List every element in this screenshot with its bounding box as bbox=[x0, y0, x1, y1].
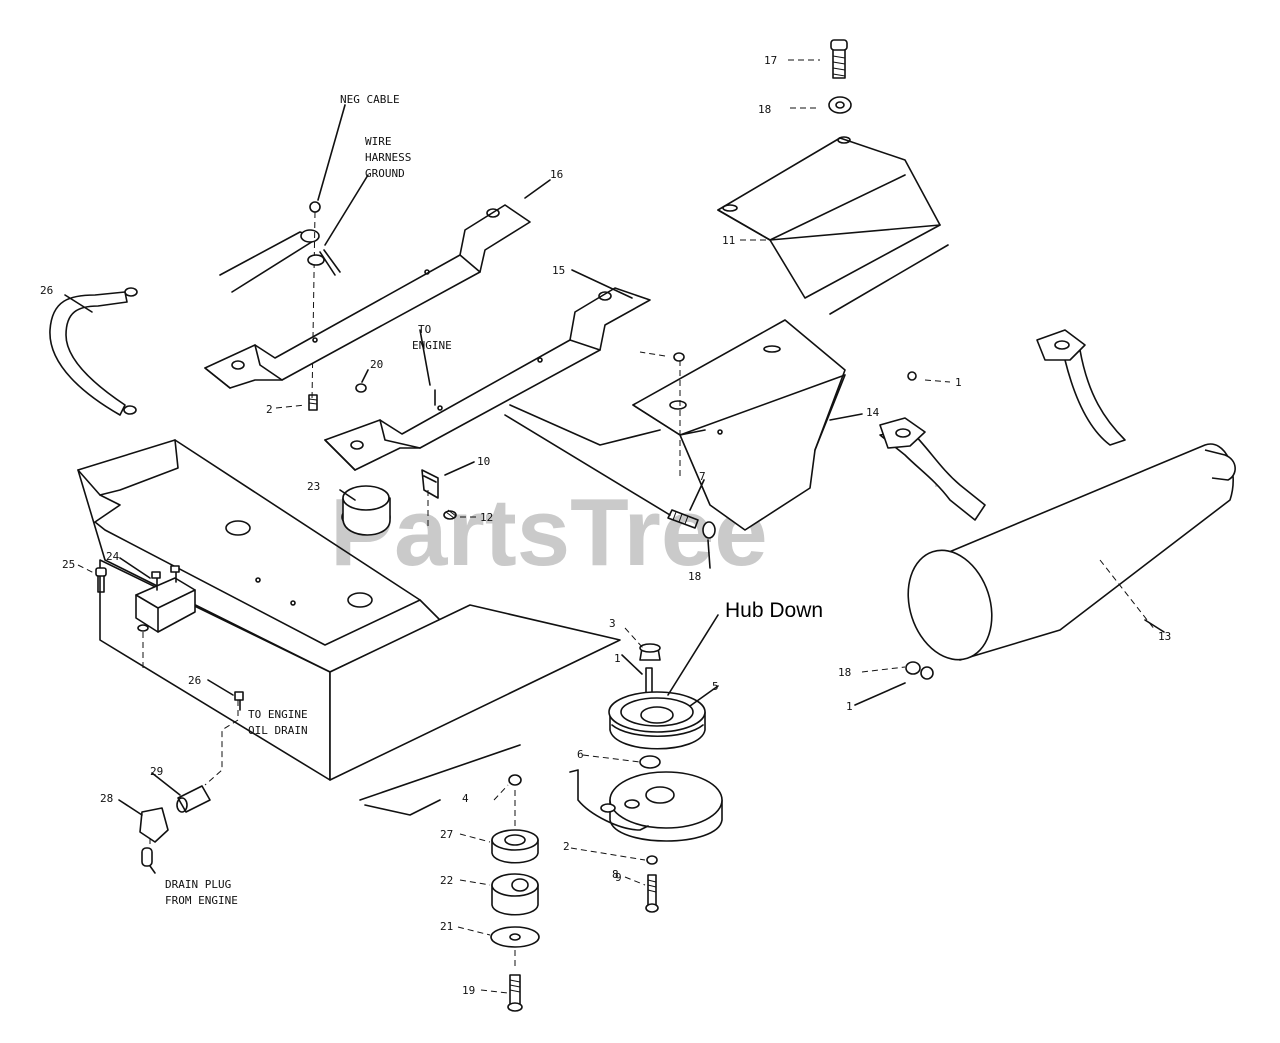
part-engine-mount-bracket-15[interactable] bbox=[324, 287, 651, 471]
part-bolt-19[interactable] bbox=[507, 974, 523, 1012]
part-rubber-mount-23[interactable] bbox=[341, 485, 391, 536]
callout-1-right: 1 bbox=[955, 376, 962, 389]
part-bolt-18-muffler[interactable] bbox=[905, 661, 934, 680]
callout-5: 5 bbox=[712, 680, 719, 693]
callout-26-drain: 26 bbox=[188, 674, 201, 687]
callout-20: 20 bbox=[370, 358, 383, 371]
part-nut-20[interactable] bbox=[355, 383, 367, 393]
leader-lines bbox=[64, 59, 1165, 994]
callout-8: 8 bbox=[612, 868, 619, 881]
part-hose-26-upper[interactable] bbox=[49, 287, 138, 416]
part-drain-fitting-26[interactable] bbox=[234, 691, 244, 701]
note-wire-harness-1: WIRE bbox=[365, 135, 392, 148]
callout-4: 4 bbox=[462, 792, 469, 805]
part-mount-block-24[interactable] bbox=[135, 565, 196, 668]
callout-27: 27 bbox=[440, 828, 453, 841]
part-washer-18-middle[interactable] bbox=[702, 521, 716, 539]
callout-29: 29 bbox=[150, 765, 163, 778]
part-spring-12[interactable] bbox=[443, 509, 457, 520]
callout-7: 7 bbox=[699, 470, 706, 483]
callout-2-left: 2 bbox=[266, 403, 273, 416]
part-washer-18-top[interactable] bbox=[828, 96, 852, 114]
callout-18-middle: 18 bbox=[688, 570, 701, 583]
part-washer-27[interactable] bbox=[491, 829, 539, 864]
part-heat-shield-11[interactable] bbox=[717, 136, 949, 315]
note-neg-cable: NEG CABLE bbox=[340, 93, 400, 106]
callout-2-clutch: 2 bbox=[563, 840, 570, 853]
part-bolt-7[interactable] bbox=[667, 509, 699, 529]
note-wire-harness-3: GROUND bbox=[365, 167, 405, 180]
note-to-engine-2: ENGINE bbox=[412, 339, 452, 352]
part-washer-21[interactable] bbox=[490, 926, 540, 948]
note-oil-drain-1: TO ENGINE bbox=[248, 708, 308, 721]
callout-18-muffler: 18 bbox=[838, 666, 851, 679]
part-neg-cable bbox=[219, 201, 341, 401]
callout-24: 24 bbox=[106, 550, 120, 563]
callout-10: 10 bbox=[477, 455, 490, 468]
note-drain-plug-2: FROM ENGINE bbox=[165, 894, 238, 907]
callout-14: 14 bbox=[866, 406, 880, 419]
callout-9: 9 bbox=[615, 871, 622, 884]
part-muffler-bracket-14[interactable] bbox=[632, 319, 846, 531]
callout-13: 13 bbox=[1158, 630, 1171, 643]
callout-17: 17 bbox=[764, 54, 777, 67]
part-clutch-2[interactable] bbox=[569, 769, 723, 842]
part-clip-10[interactable] bbox=[421, 469, 439, 499]
part-nut-1-right[interactable] bbox=[907, 371, 917, 381]
part-bolt-25[interactable] bbox=[95, 567, 107, 593]
part-nut-1-top[interactable] bbox=[673, 352, 685, 362]
watermark-text: PartsTree bbox=[330, 479, 768, 586]
note-wire-harness-2: HARNESS bbox=[365, 151, 411, 164]
callout-18-top: 18 bbox=[758, 103, 771, 116]
callout-12: 12 bbox=[480, 511, 493, 524]
callout-3: 3 bbox=[609, 617, 616, 630]
callout-21: 21 bbox=[440, 920, 453, 933]
callout-1-hub: 1 bbox=[614, 652, 621, 665]
part-spacer-6[interactable] bbox=[639, 755, 661, 769]
note-to-engine-1: TO bbox=[418, 323, 431, 336]
callout-26-top: 26 bbox=[40, 284, 53, 297]
part-muffler-13[interactable] bbox=[879, 329, 1236, 671]
callout-11: 11 bbox=[722, 234, 735, 247]
callout-25: 25 bbox=[62, 558, 75, 571]
callout-19: 19 bbox=[462, 984, 475, 997]
callout-6: 6 bbox=[577, 748, 584, 761]
part-pulley-5[interactable] bbox=[608, 691, 706, 750]
part-nut-3[interactable] bbox=[639, 643, 661, 661]
part-washer-4[interactable] bbox=[508, 774, 522, 786]
part-bolt-2-left[interactable] bbox=[308, 394, 318, 411]
note-oil-drain-2: OIL DRAIN bbox=[248, 724, 308, 737]
callout-1-muffler: 1 bbox=[846, 700, 853, 713]
callout-23: 23 bbox=[307, 480, 320, 493]
part-drain-hose-29[interactable] bbox=[176, 785, 211, 813]
part-bolt-9[interactable] bbox=[645, 874, 659, 913]
part-bolt-17[interactable] bbox=[830, 39, 848, 79]
part-washer-8[interactable] bbox=[646, 855, 658, 865]
callout-labels: 17 18 11 16 15 26 2 20 14 1 23 10 12 7 1… bbox=[40, 54, 1171, 997]
note-hub-down: Hub Down bbox=[725, 599, 823, 622]
part-rubber-mount-22[interactable] bbox=[491, 873, 539, 916]
part-engine-mount-bracket-16[interactable] bbox=[204, 204, 531, 389]
callout-28: 28 bbox=[100, 792, 113, 805]
note-drain-plug-1: DRAIN PLUG bbox=[165, 878, 231, 891]
callout-15: 15 bbox=[552, 264, 565, 277]
callout-16: 16 bbox=[550, 168, 563, 181]
callout-22: 22 bbox=[440, 874, 453, 887]
part-elbow-28[interactable] bbox=[139, 807, 169, 867]
